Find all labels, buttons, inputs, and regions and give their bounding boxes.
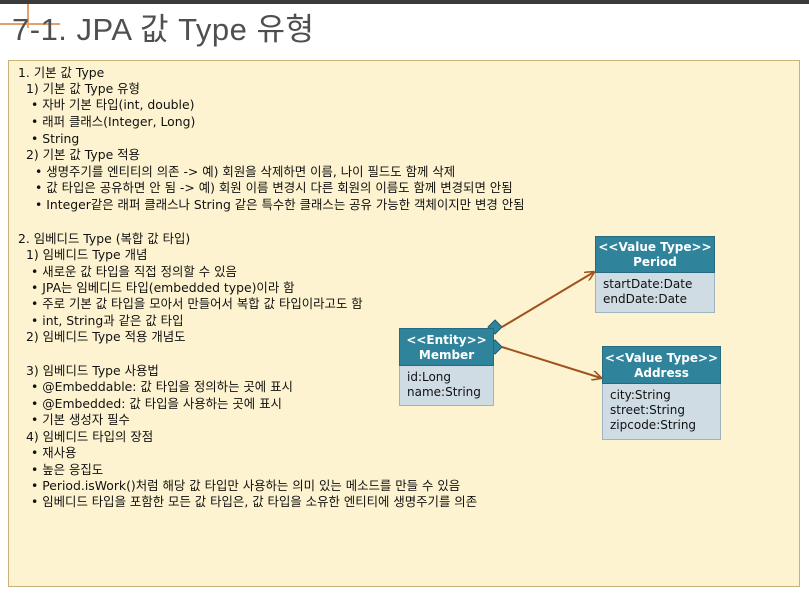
subsection-heading: 3) 임베디드 Type 사용법: [26, 363, 159, 378]
period-field: endDate:Date: [603, 292, 688, 306]
member-period-association: [501, 272, 594, 328]
member-field: id:Long: [407, 370, 452, 384]
bullet-item: • 기본 생성자 필수: [31, 412, 130, 427]
subsection-heading: 1) 기본 값 Type 유형: [26, 81, 140, 96]
bullet-item: • 값 타입은 공유하면 안 됨 -> 예) 회원 이름 변경시 다른 회원의 …: [35, 180, 513, 195]
period-value-type-box: <<Value Type>> Period startDate:Date end…: [595, 236, 715, 313]
bullet-item: • String: [31, 131, 80, 146]
bullet-item: • @Embedded: 값 타입을 사용하는 곳에 표시: [31, 396, 282, 411]
subsection-heading: 2) 임베디드 Type 적용 개념도: [26, 329, 186, 344]
member-fields: id:Long name:String: [399, 366, 494, 406]
period-fields: startDate:Date endDate:Date: [595, 273, 715, 313]
subsection-heading: 4) 임베디드 타입의 장점: [26, 429, 154, 444]
bullet-item: • 새로운 값 타입을 직접 정의할 수 있음: [31, 264, 237, 279]
bullet-item: • 임베디드 타입을 포함한 모든 값 타입은, 값 타입을 소유한 엔티티에 …: [31, 494, 478, 509]
period-header: <<Value Type>> Period: [595, 236, 715, 273]
period-stereotype: <<Value Type>>: [598, 240, 712, 254]
member-address-association: [501, 346, 601, 378]
bullet-item: • 재사용: [31, 445, 77, 460]
bullet-item: • 생명주기를 엔티티의 의존 -> 예) 회원을 삭제하면 이름, 나이 필드…: [35, 164, 456, 179]
bullet-item: • 주로 기본 값 타입을 모아서 만들어서 복합 값 타입이라고도 함: [31, 296, 363, 311]
bullet-item: • Period.isWork()처럼 해당 값 타입만 사용하는 의미 있는 …: [31, 478, 461, 493]
bullet-item: • 자바 기본 타입(int, double): [31, 97, 195, 112]
address-stereotype: <<Value Type>>: [604, 351, 719, 365]
bullet-item: • JPA는 임베디드 타입(embedded type)이라 함: [31, 280, 295, 295]
address-value-type-box: <<Value Type>> Address city:String stree…: [602, 346, 721, 440]
period-name: Period: [633, 255, 677, 269]
bullet-item: • 높은 응집도: [31, 462, 104, 477]
member-header: <<Entity>> Member: [399, 328, 494, 366]
address-field: city:String: [610, 388, 671, 402]
page-title: 7-1. JPA 값 Type 유형: [12, 12, 315, 47]
address-field: street:String: [610, 403, 685, 417]
bullet-item: • Integer같은 래퍼 클래스나 String 같은 특수한 클래스는 공…: [35, 197, 525, 212]
bullet-item: • 래퍼 클래스(Integer, Long): [31, 114, 196, 129]
address-header: <<Value Type>> Address: [602, 346, 721, 384]
address-name: Address: [634, 366, 689, 380]
bullet-item: • @Embeddable: 값 타입을 정의하는 곳에 표시: [31, 379, 293, 394]
content-box: [8, 60, 800, 587]
bullet-item: • int, String과 같은 값 타입: [31, 313, 184, 328]
title-decoration-vertical: [27, 4, 29, 28]
title-decoration-horizontal: [0, 23, 60, 25]
section-heading: 2. 임베디드 Type (복합 값 타입): [18, 231, 191, 246]
subsection-heading: 1) 임베디드 Type 개념: [26, 247, 148, 262]
member-name: Member: [418, 348, 475, 362]
subsection-heading: 2) 기본 값 Type 적용: [26, 147, 140, 162]
top-bar: [0, 0, 809, 4]
period-field: startDate:Date: [603, 277, 693, 291]
section-heading: 1. 기본 값 Type: [18, 65, 105, 80]
member-field: name:String: [407, 385, 481, 399]
address-fields: city:String street:String zipcode:String: [602, 384, 721, 440]
member-stereotype: <<Entity>>: [406, 333, 487, 347]
member-entity-box: <<Entity>> Member id:Long name:String: [399, 328, 494, 406]
address-field: zipcode:String: [610, 418, 697, 432]
